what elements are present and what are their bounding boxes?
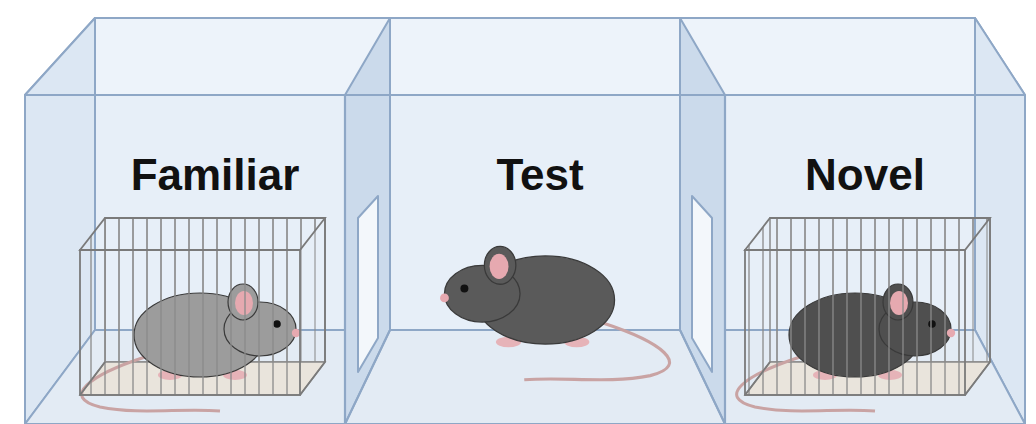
chamber-test: Test (395, 150, 685, 400)
chamber-label: Test (395, 150, 685, 200)
chamber-box (25, 18, 1025, 424)
novel-cage-back (745, 218, 990, 395)
chamber-novel: Novel (720, 150, 1010, 400)
test-mouse (440, 246, 669, 379)
chamber-label: Novel (720, 150, 1010, 200)
front-edges (25, 95, 1025, 424)
chamber-familiar: Familiar (60, 150, 370, 400)
familiar-cage-back (80, 218, 325, 395)
chamber-label: Familiar (60, 150, 370, 200)
novel-cage-front (745, 218, 990, 395)
familiar-cage-front (80, 218, 325, 395)
